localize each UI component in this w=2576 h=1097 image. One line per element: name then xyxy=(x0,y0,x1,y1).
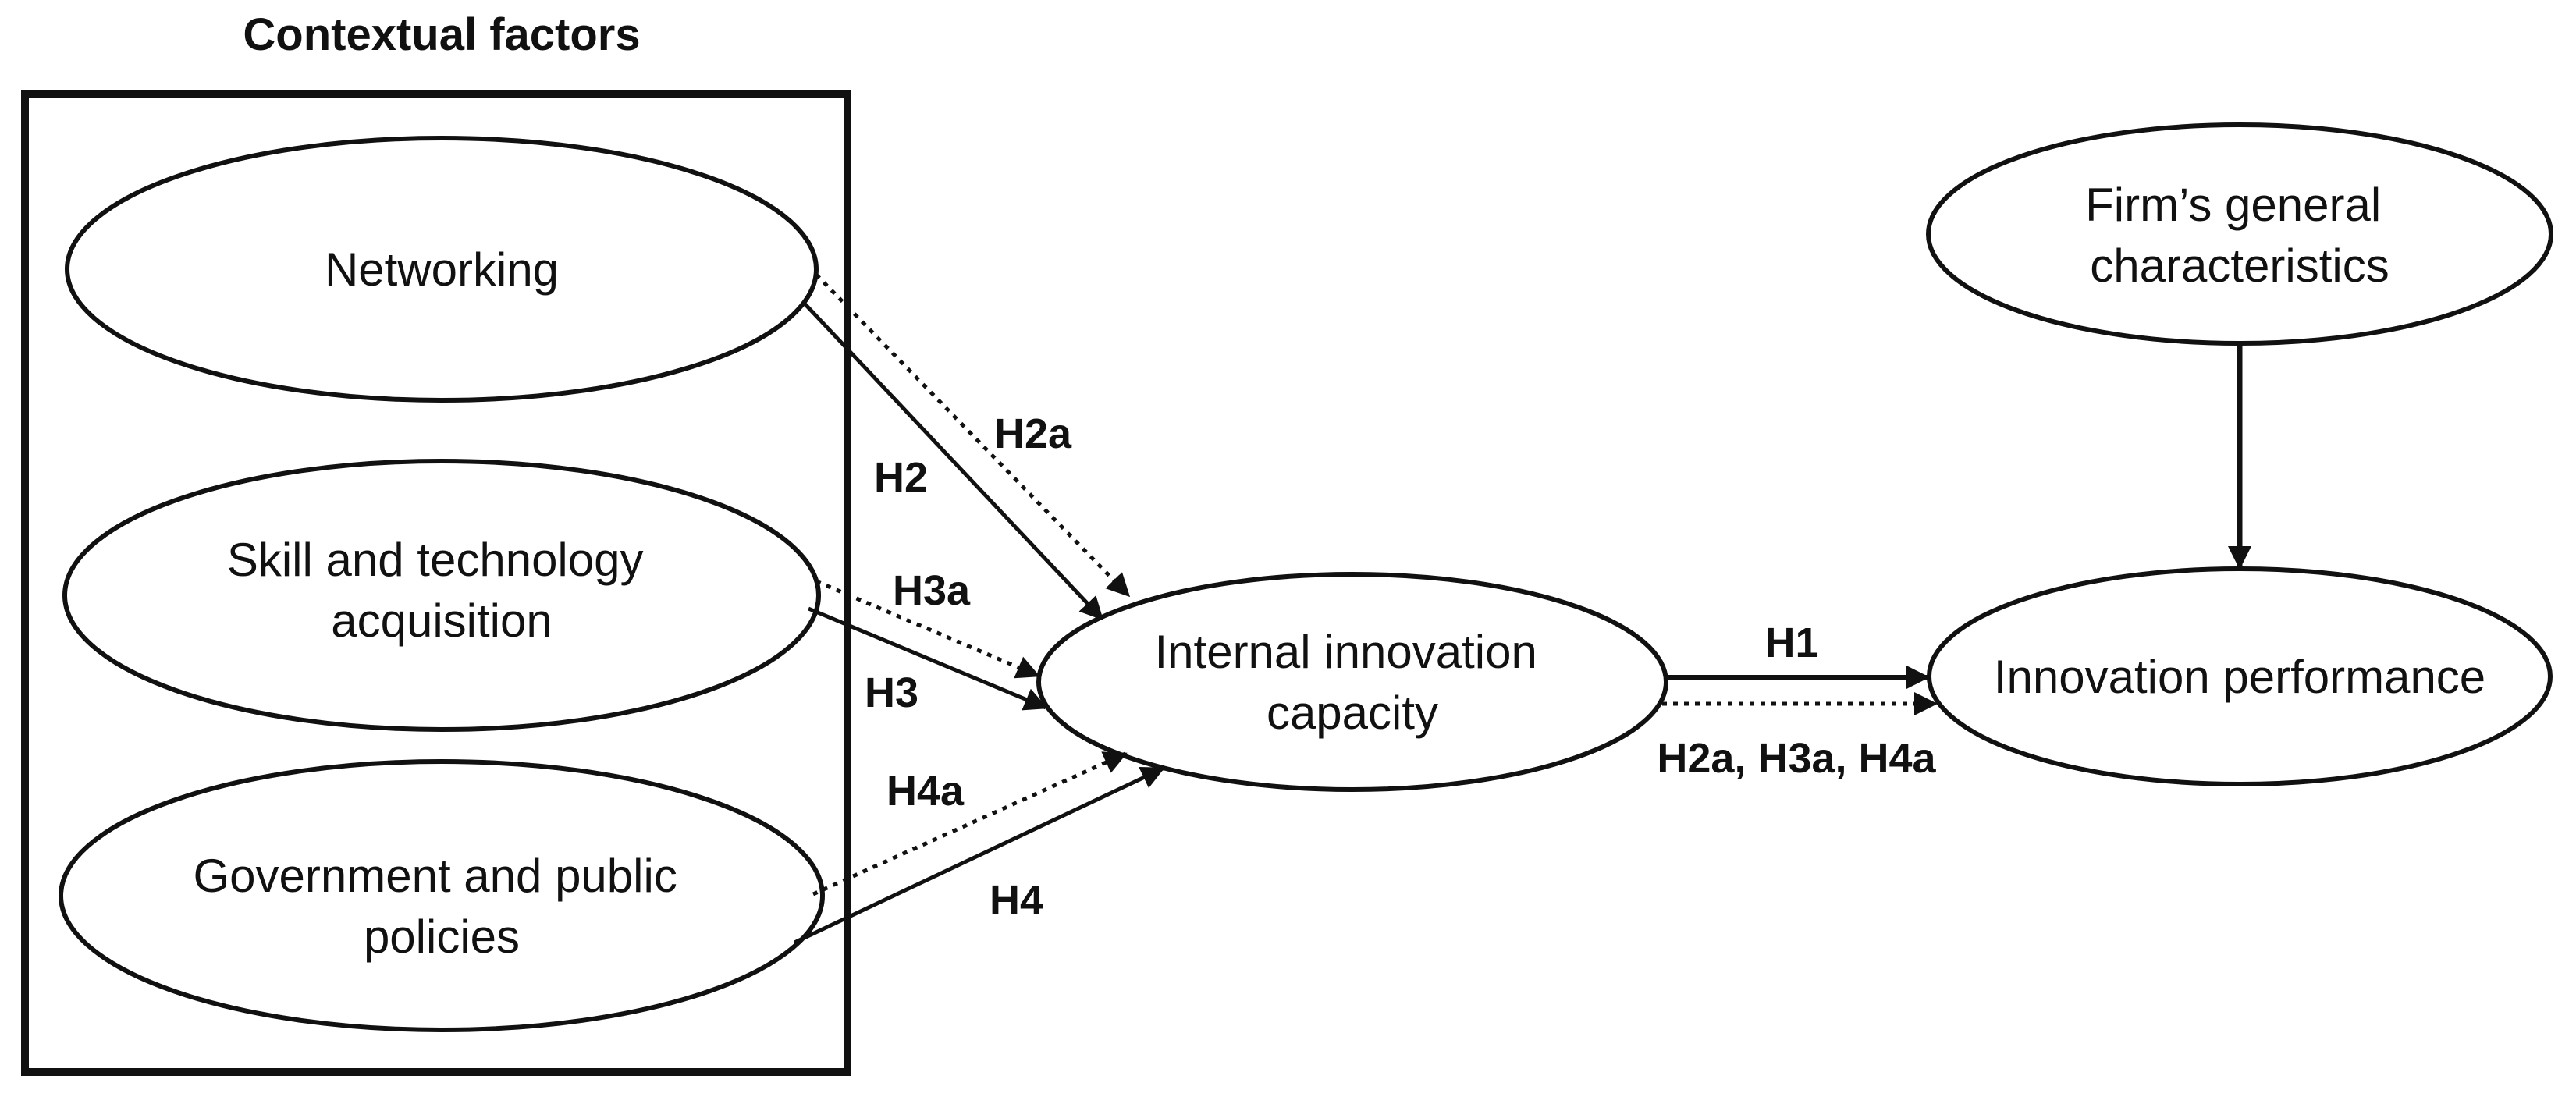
skill-technology-node xyxy=(62,459,821,732)
mediation-hypotheses-label: H2a, H3a, H4a xyxy=(1657,735,1936,782)
h3a-label: H3a xyxy=(893,567,971,614)
networking-node xyxy=(65,136,819,403)
skill-to-capacity-dotted-arrow xyxy=(815,579,1040,679)
innovation-performance-label: Innovation performance xyxy=(1994,651,2485,703)
h1-label: H1 xyxy=(1764,620,1818,666)
government-policies-node xyxy=(59,759,825,1032)
firm-characteristics-label: Firm’s general characteristics xyxy=(2085,179,2394,292)
skill-to-capacity-solid-arrow xyxy=(808,606,1048,711)
networking-label: Networking xyxy=(325,243,559,296)
contextual-factors-title: Contextual factors xyxy=(243,9,640,60)
government-policies-label: Government and public policies xyxy=(193,850,690,963)
h3-label: H3 xyxy=(865,669,918,716)
h2a-label: H2a xyxy=(994,410,1072,457)
networking-to-capacity-solid-arrow xyxy=(802,301,1104,621)
h4a-label: H4a xyxy=(886,768,965,815)
h4-label: H4 xyxy=(990,877,1043,924)
contextual-factors-box xyxy=(21,90,851,1076)
internal-innovation-capacity-node xyxy=(1036,572,1668,792)
h2-label: H2 xyxy=(874,454,928,501)
internal-innovation-capacity-label: Internal innovation capacity xyxy=(1154,626,1550,739)
firm-characteristics-node xyxy=(1926,122,2553,346)
government-to-capacity-solid-arrow xyxy=(793,766,1165,945)
networking-to-capacity-dotted-arrow xyxy=(815,273,1131,598)
skill-technology-label: Skill and technology acquisition xyxy=(227,534,656,647)
government-to-capacity-dotted-arrow xyxy=(812,751,1128,896)
